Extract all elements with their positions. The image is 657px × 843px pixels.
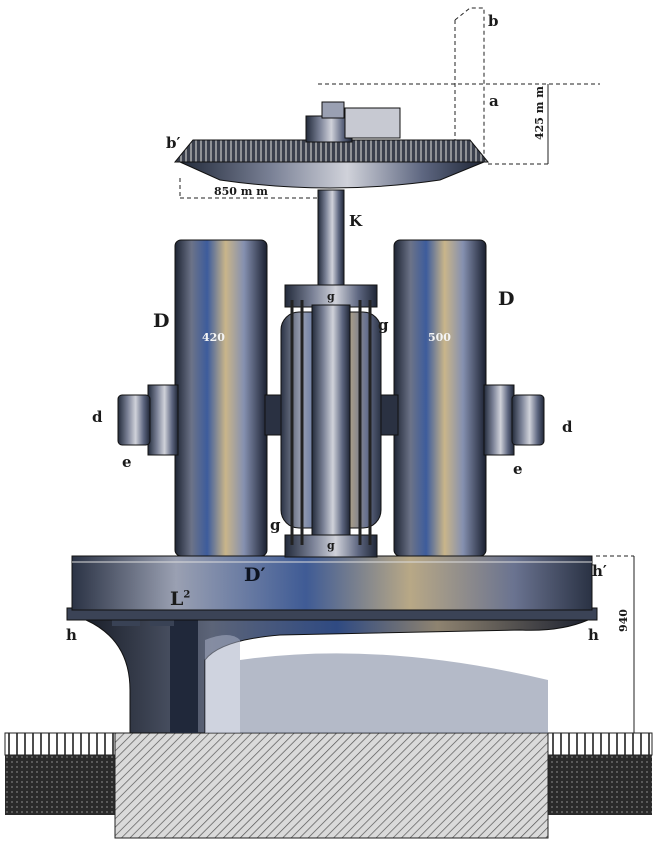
label-D-left: D [153,310,170,332]
label-b: b [488,12,499,30]
label-h-left: h [66,626,77,644]
label-e-right: e [513,460,523,478]
dim-500: 500 [428,331,451,344]
dim-425: 425 m m [533,86,546,140]
pedestal [85,612,589,734]
pan [66,555,598,621]
label-a: a [489,92,499,110]
dim-940: 940 [617,609,630,632]
label-h-prime: h′ [592,562,607,580]
label-D-right: D [498,288,515,310]
label-g-top: g [327,290,335,303]
bevel-gear [173,101,490,189]
label-g-bottom: g [327,539,335,552]
label-b-prime: b′ [166,134,181,152]
dim-420: 420 [202,331,225,344]
label-L2-sup: 2 [183,589,191,601]
label-e-left: e [122,453,132,471]
central-cage [280,284,382,558]
label-d-right: d [562,418,573,436]
label-d-left: d [92,408,103,426]
ground [4,732,653,839]
label-h-right: h [588,626,599,644]
left-roller [117,239,288,557]
label-K: K [349,212,363,230]
label-g-lower-left: g [270,516,281,534]
main-shaft [317,189,345,291]
right-roller [375,239,545,557]
foundation-block [114,732,549,839]
label-g-right: g [378,316,389,334]
dim-850: 850 m m [214,185,268,198]
label-D-prime: D′ [244,564,266,586]
label-L2: L2 [170,590,190,609]
label-L2-text: L [170,588,184,610]
dimension-lines [179,7,635,733]
